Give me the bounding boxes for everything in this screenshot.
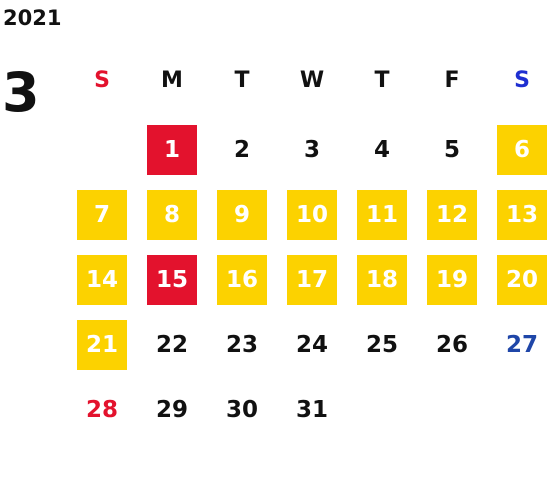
day-cell: 21 xyxy=(77,320,127,370)
day-cell: 10 xyxy=(287,190,337,240)
day-cell: 1 xyxy=(147,125,197,175)
day-cell: 18 xyxy=(357,255,407,305)
day-cell: 4 xyxy=(373,137,390,163)
day-cell: 24 xyxy=(295,332,328,358)
day-cell: 30 xyxy=(225,397,258,423)
day-cell: 22 xyxy=(155,332,188,358)
day-cell: 25 xyxy=(365,332,398,358)
day-cell: 19 xyxy=(427,255,477,305)
day-cell: 26 xyxy=(435,332,468,358)
day-cell: 28 xyxy=(85,397,118,423)
day-cell: 27 xyxy=(505,332,538,358)
day-cell: 2 xyxy=(233,137,250,163)
weekday-label: S xyxy=(514,68,530,93)
day-cell: 3 xyxy=(303,137,320,163)
day-cell: 20 xyxy=(497,255,547,305)
day-cell: 9 xyxy=(217,190,267,240)
day-cell: 13 xyxy=(497,190,547,240)
weekday-label: T xyxy=(374,68,390,93)
weekday-label: W xyxy=(299,68,325,93)
weekday-label: T xyxy=(234,68,250,93)
day-cell: 7 xyxy=(77,190,127,240)
weekday-label: S xyxy=(94,68,110,93)
day-cell: 29 xyxy=(155,397,188,423)
day-cell: 17 xyxy=(287,255,337,305)
day-cell: 31 xyxy=(295,397,328,423)
day-cell: 23 xyxy=(225,332,258,358)
day-cell: 6 xyxy=(497,125,547,175)
calendar-month-number: 3 xyxy=(2,61,40,124)
weekday-label: F xyxy=(444,68,460,93)
day-cell: 8 xyxy=(147,190,197,240)
day-cell: 12 xyxy=(427,190,477,240)
day-cell: 15 xyxy=(147,255,197,305)
day-cell: 11 xyxy=(357,190,407,240)
day-cell: 14 xyxy=(77,255,127,305)
calendar-year: 2021 xyxy=(3,6,62,30)
weekday-label: M xyxy=(161,68,183,93)
day-cell: 16 xyxy=(217,255,267,305)
day-cell: 5 xyxy=(443,137,460,163)
